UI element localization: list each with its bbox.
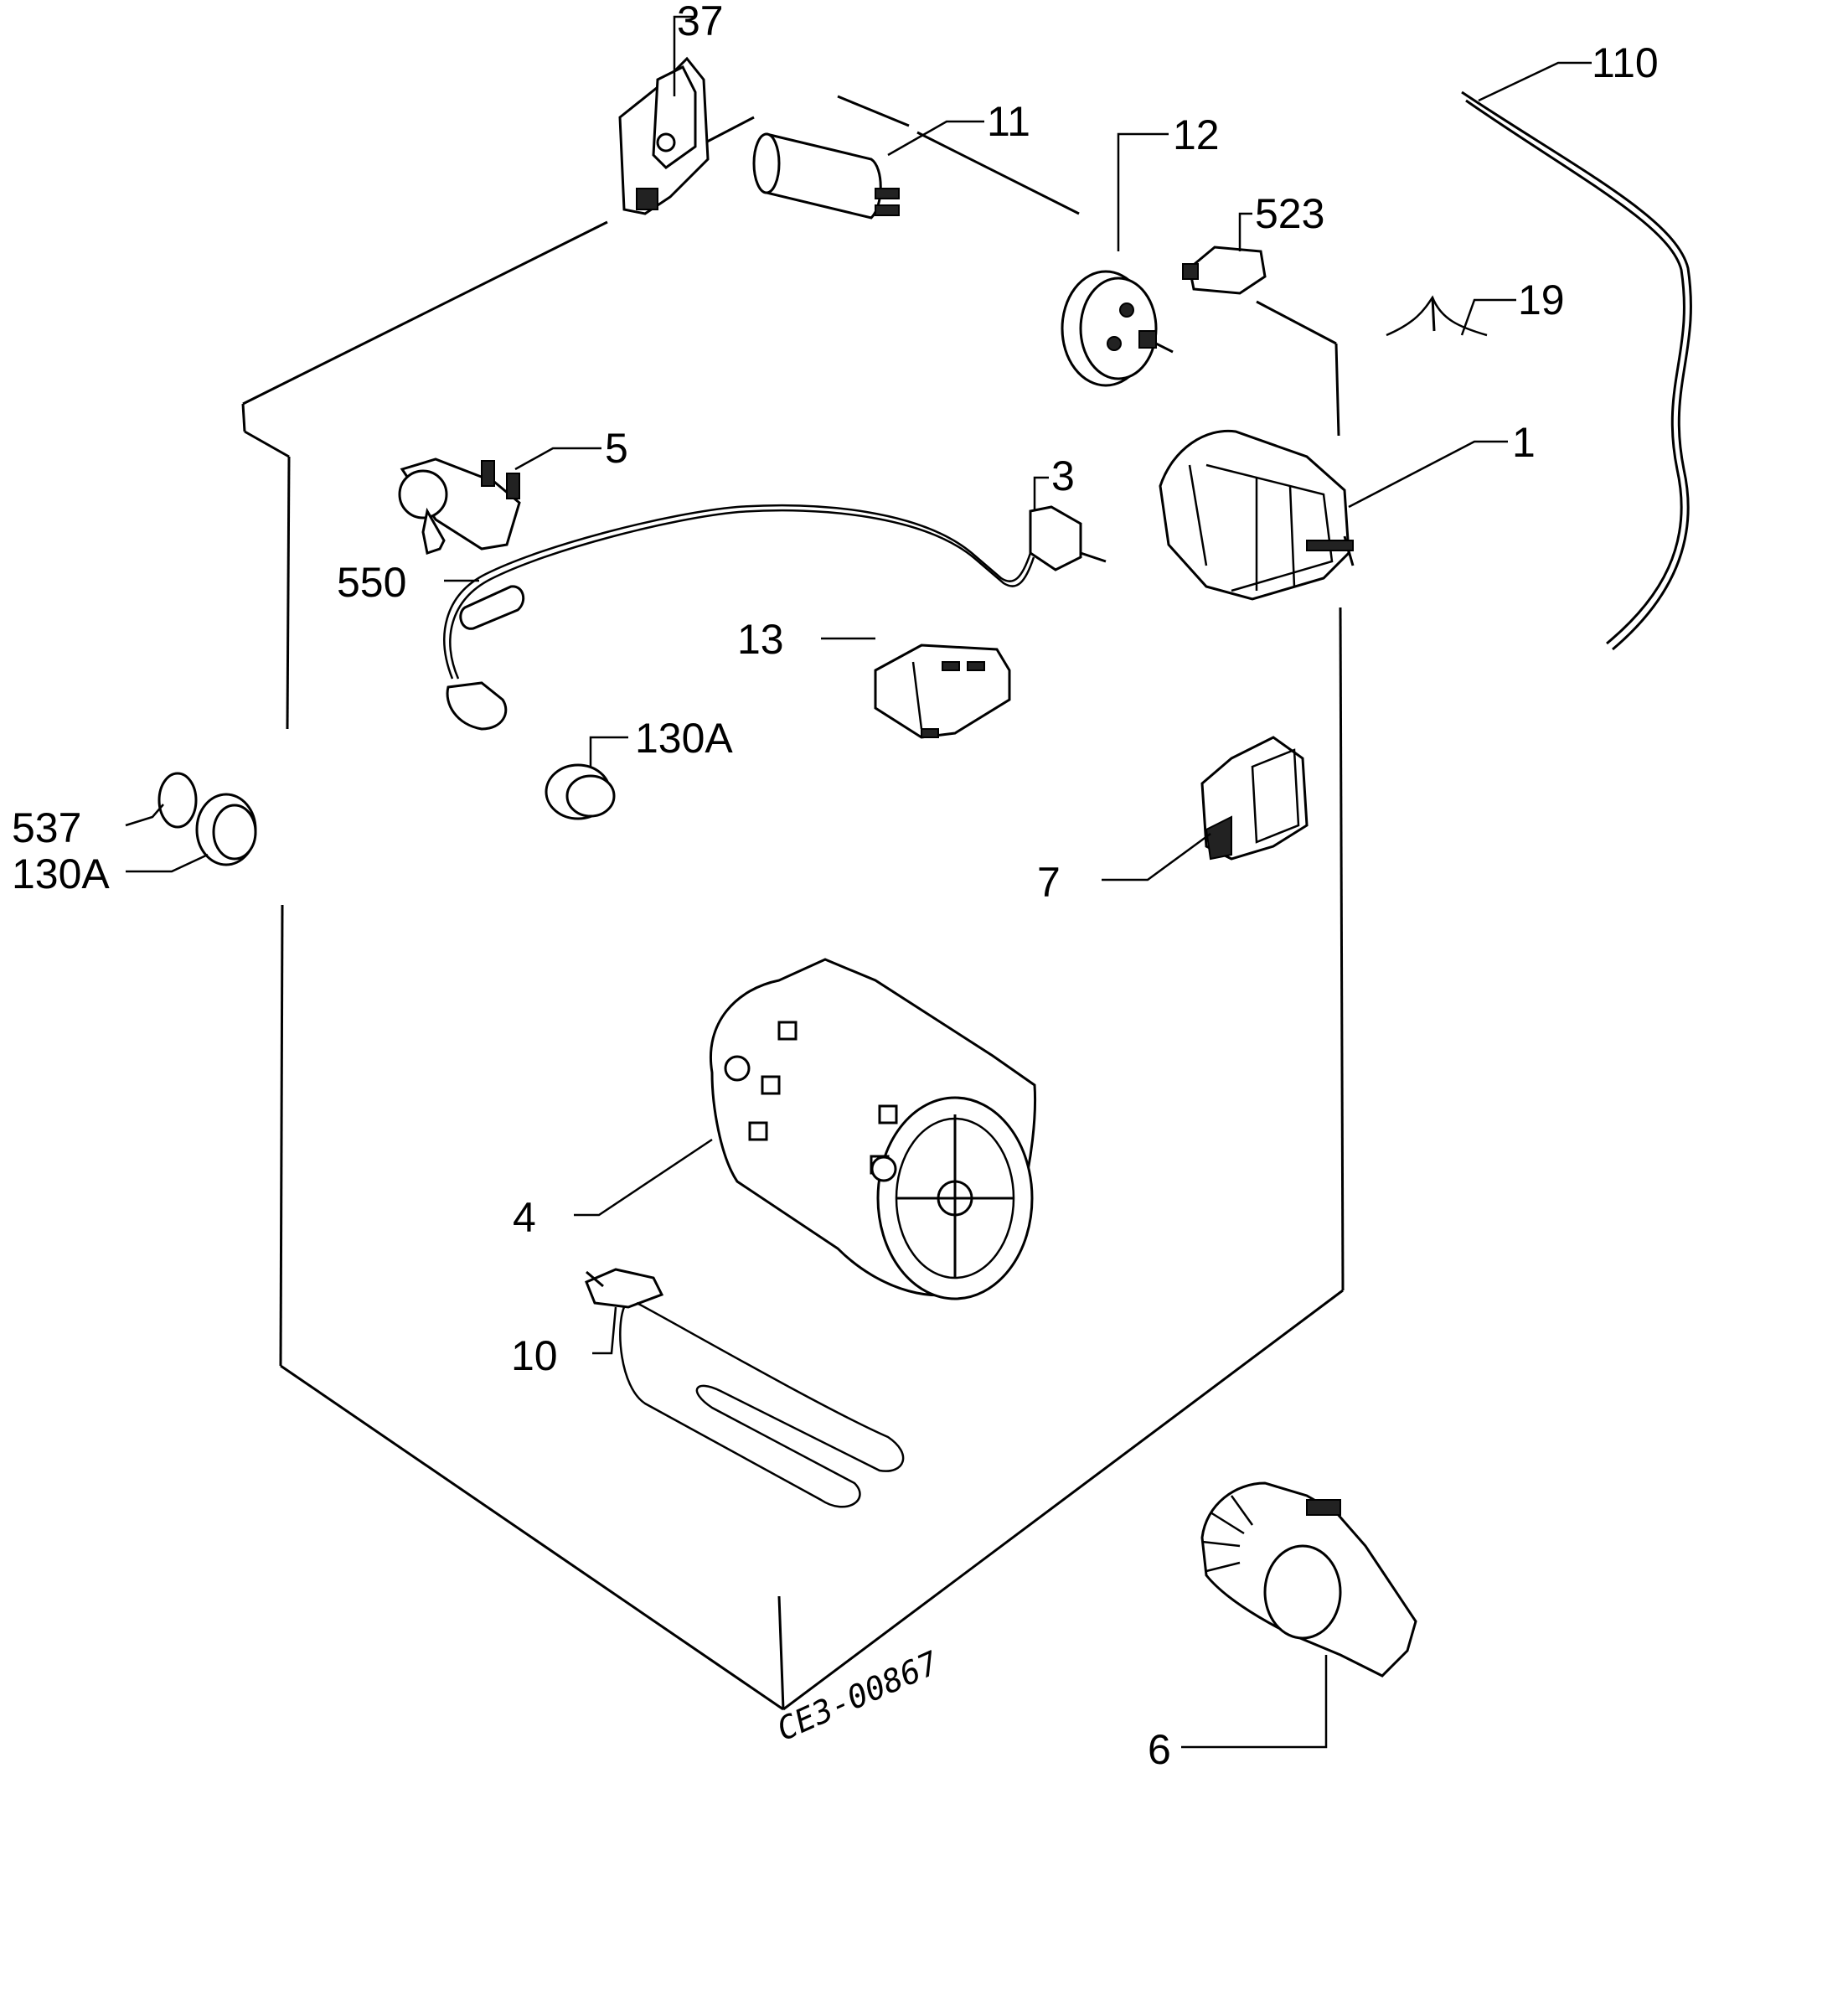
label-7: 7 xyxy=(1037,859,1061,906)
label-130a-inner: 130A xyxy=(635,715,733,762)
leader-lines xyxy=(125,15,1592,1749)
label-6: 6 xyxy=(1148,1726,1171,1773)
part-4-motor[interactable] xyxy=(710,958,1037,1300)
part-11-capacitor[interactable] xyxy=(752,132,900,220)
label-550: 550 xyxy=(337,559,406,606)
part-550-sleeve[interactable] xyxy=(459,585,525,630)
label-1: 1 xyxy=(1512,419,1536,466)
part-523-connector[interactable] xyxy=(1182,246,1267,295)
label-4: 4 xyxy=(513,1194,536,1241)
label-110: 110 xyxy=(1592,39,1659,86)
part-10-heating-element[interactable] xyxy=(585,1268,905,1508)
label-5: 5 xyxy=(605,425,628,472)
label-3: 3 xyxy=(1051,452,1075,499)
part-5-valve[interactable] xyxy=(398,458,521,555)
part-130a-inner-grommet[interactable] xyxy=(545,763,616,820)
label-537: 537 xyxy=(12,804,81,851)
label-12: 12 xyxy=(1173,111,1220,158)
label-523: 523 xyxy=(1255,190,1324,237)
label-13: 13 xyxy=(737,616,784,663)
part-110-hose[interactable] xyxy=(1461,90,1692,651)
part-6-drain-pump[interactable] xyxy=(1200,1481,1417,1678)
part-19-clip[interactable] xyxy=(1386,295,1488,337)
part-7-module[interactable] xyxy=(1200,736,1309,861)
part-12-pressure-switch[interactable] xyxy=(1061,270,1174,387)
label-19: 19 xyxy=(1518,277,1565,323)
part-3-sensor[interactable] xyxy=(443,504,1107,731)
label-11: 11 xyxy=(987,98,1030,145)
part-537-ring[interactable] xyxy=(157,772,198,829)
label-130a-outer: 130A xyxy=(12,850,110,897)
part-13-terminal-block[interactable] xyxy=(874,644,1011,739)
label-10: 10 xyxy=(511,1332,558,1379)
cabinet-outline xyxy=(241,95,1345,1711)
part-37-bracket[interactable] xyxy=(618,56,710,215)
drawing-code: CE3-00867 xyxy=(772,1644,944,1748)
part-1-programmer[interactable] xyxy=(1159,429,1355,601)
label-37: 37 xyxy=(677,0,724,44)
part-130a-outer-grommet[interactable] xyxy=(195,793,257,866)
